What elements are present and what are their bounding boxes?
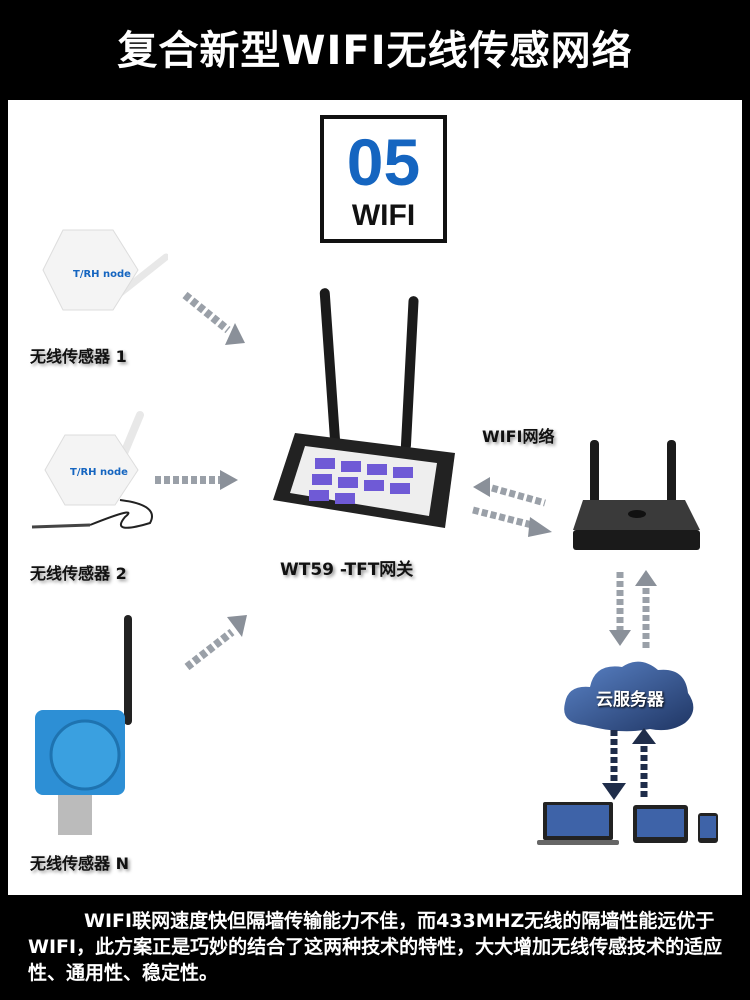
sensor-2-icon: T/RH node xyxy=(31,411,153,529)
sensor-2-label: 无线传感器 2 xyxy=(30,564,127,583)
laptop-icon xyxy=(537,802,619,845)
cloud-server-icon xyxy=(564,661,694,732)
gateway-device-icon xyxy=(273,288,455,528)
gateway-label: WT59 -TFT网关 xyxy=(280,560,414,580)
arrow-gateway-router-bidirectional xyxy=(472,477,552,537)
wifi-network-label: WIFI网络 xyxy=(482,427,555,446)
sensor-1-label: 无线传感器 1 xyxy=(30,347,127,366)
sensor-n-icon xyxy=(35,615,132,835)
arrow-router-cloud-bidirectional xyxy=(609,570,657,648)
cloud-server-label: 云服务器 xyxy=(596,690,664,710)
arrow-cloud-devices-bidirectional xyxy=(602,728,656,800)
badge-label: WIFI xyxy=(351,199,416,232)
arrow-sensorN-to-gateway xyxy=(184,615,247,671)
description-text: WIFI联网速度快但隔墙传输能力不佳，而433MHZ无线的隔墙性能远优于WIFI… xyxy=(28,910,723,984)
phone-icon xyxy=(698,813,718,843)
badge-number: 05 xyxy=(346,125,421,199)
sensor-1-brand: T/RH node xyxy=(73,269,131,280)
client-devices-icon xyxy=(537,802,718,845)
arrow-sensor2-to-gateway xyxy=(155,470,238,490)
sensor-n-label: 无线传感器 N xyxy=(30,854,129,873)
sensor-2-brand: T/RH node xyxy=(70,467,128,478)
wifi-router-icon xyxy=(573,440,700,550)
sensor-1-icon: T/RH node xyxy=(42,229,168,311)
arrow-sensor1-to-gateway xyxy=(182,291,245,345)
step-badge: 05 WIFI xyxy=(320,115,447,243)
tablet-icon xyxy=(633,805,688,843)
page-title: 复合新型WIFI无线传感网络 xyxy=(117,28,633,74)
